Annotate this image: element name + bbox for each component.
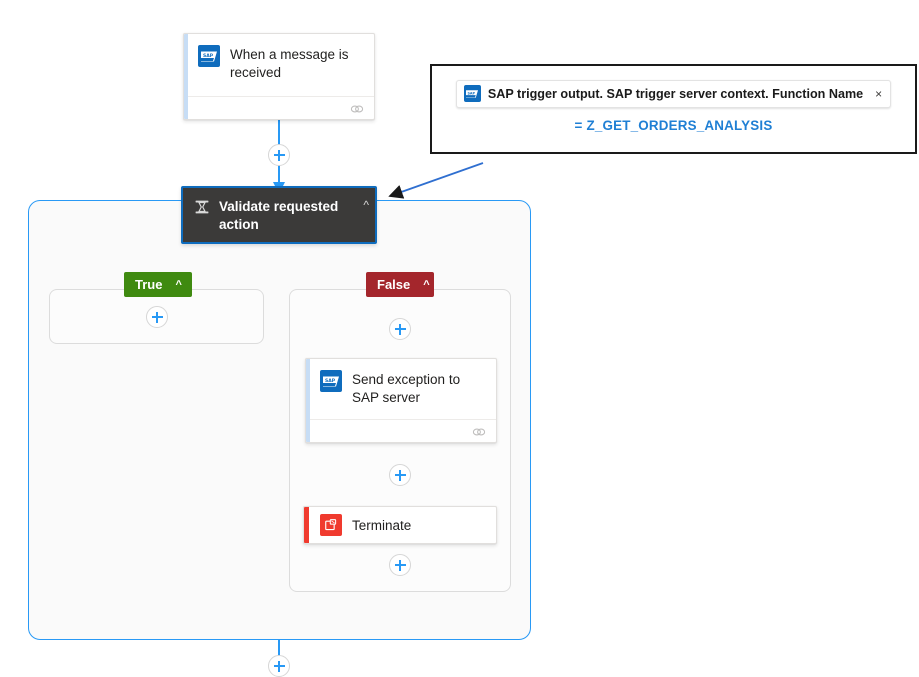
svg-text:SAP: SAP bbox=[203, 53, 214, 59]
condition-node-title: Validate requested action bbox=[219, 199, 339, 232]
action-card-body: SAP Send exception to SAP server bbox=[306, 359, 496, 417]
add-action-button-before-send-exception[interactable] bbox=[389, 318, 411, 340]
svg-text:SAP: SAP bbox=[468, 91, 476, 95]
trigger-card-title: When a message is received bbox=[230, 47, 349, 80]
terminate-card-title: Terminate bbox=[352, 517, 412, 533]
trigger-card-body: SAP When a message is received bbox=[184, 34, 374, 92]
chevron-up-icon[interactable]: ^ bbox=[175, 278, 182, 291]
callout-value-text: = Z_GET_ORDERS_ANALYSIS bbox=[574, 118, 773, 133]
card-accent-stripe bbox=[184, 34, 188, 119]
add-action-button-true-branch[interactable] bbox=[146, 306, 168, 328]
add-action-button-after-trigger[interactable] bbox=[268, 144, 290, 166]
action-card-title: Send exception to SAP server bbox=[352, 372, 461, 405]
branch-label-false-text: False bbox=[377, 276, 411, 292]
action-card-terminate[interactable]: Terminate bbox=[303, 506, 497, 544]
terminate-icon bbox=[320, 514, 342, 536]
terminate-card-body: Terminate bbox=[304, 507, 496, 543]
action-card-send-exception-to-sap-server[interactable]: SAP Send exception to SAP server bbox=[305, 358, 497, 443]
condition-node-validate-requested-action[interactable]: Validate requested action ^ bbox=[181, 186, 377, 244]
link-icon[interactable] bbox=[472, 425, 486, 437]
sap-icon: SAP bbox=[320, 370, 342, 392]
sap-icon: SAP bbox=[463, 85, 481, 102]
token-chip-label: SAP trigger output. SAP trigger server c… bbox=[487, 86, 864, 101]
card-accent-stripe bbox=[304, 507, 309, 543]
add-action-button-after-scope[interactable] bbox=[268, 655, 290, 677]
chevron-up-icon[interactable]: ^ bbox=[423, 278, 430, 291]
trigger-card-footer bbox=[188, 96, 374, 119]
condition-icon bbox=[194, 199, 210, 215]
link-icon[interactable] bbox=[350, 102, 364, 114]
branch-label-true[interactable]: True ^ bbox=[124, 272, 192, 297]
close-icon[interactable]: × bbox=[875, 86, 883, 101]
card-accent-stripe bbox=[306, 359, 310, 442]
callout-sap-trigger-output: SAP SAP trigger output. SAP trigger serv… bbox=[430, 64, 917, 154]
action-card-footer bbox=[310, 419, 496, 442]
trigger-card-when-a-message-is-received[interactable]: SAP When a message is received bbox=[183, 33, 375, 120]
chevron-up-icon[interactable]: ^ bbox=[363, 198, 369, 212]
branch-label-false[interactable]: False ^ bbox=[366, 272, 434, 297]
svg-text:SAP: SAP bbox=[325, 378, 336, 384]
branch-label-true-text: True bbox=[135, 276, 163, 292]
sap-icon: SAP bbox=[198, 45, 220, 67]
add-action-button-after-send-exception[interactable] bbox=[389, 464, 411, 486]
token-chip-sap-trigger-output[interactable]: SAP SAP trigger output. SAP trigger serv… bbox=[455, 80, 892, 108]
add-action-button-after-terminate[interactable] bbox=[389, 554, 411, 576]
